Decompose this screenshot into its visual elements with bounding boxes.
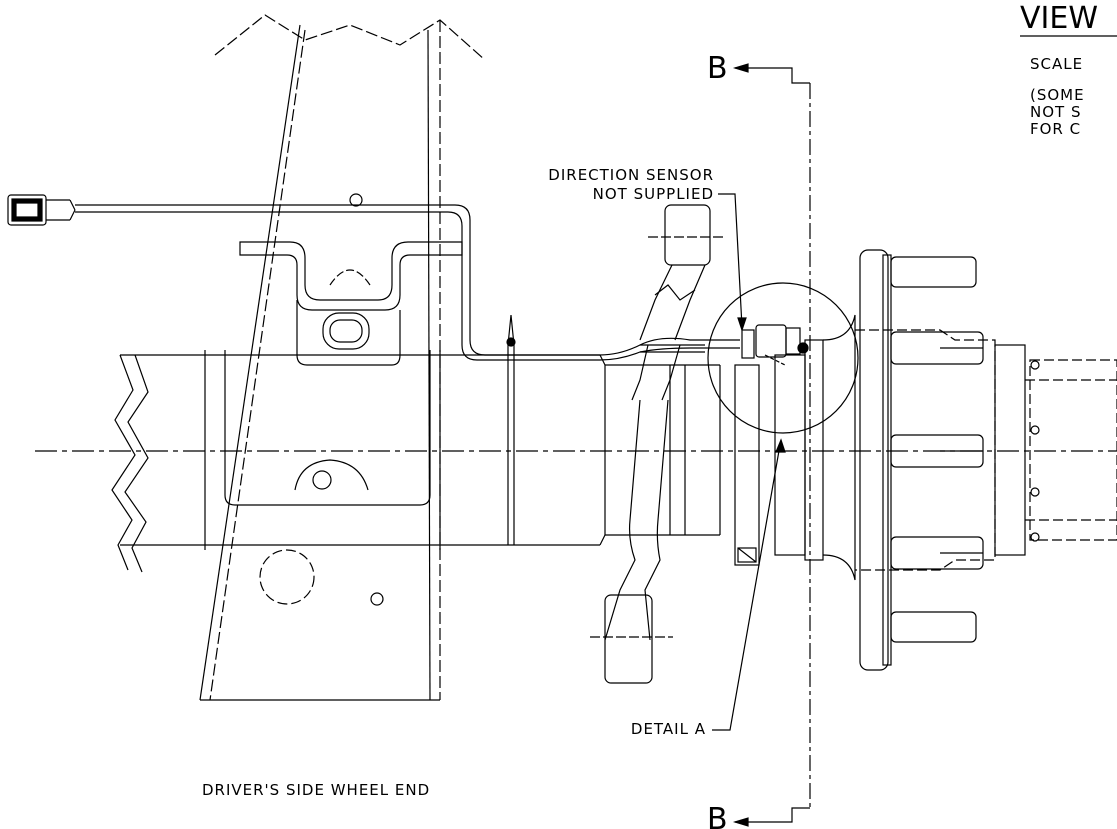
- section-line-b: [732, 63, 811, 827]
- view-title: VIEW: [1020, 1, 1098, 36]
- direction-sensor-leader: [718, 193, 747, 332]
- sensor-cable: [75, 204, 740, 361]
- note-line-2: NOT S: [1030, 103, 1081, 121]
- wheel-studs: [890, 256, 984, 643]
- frame-rail: [199, 14, 486, 701]
- cable-connector: [7, 194, 76, 226]
- brake-arm-upper: [631, 204, 725, 401]
- detail-a-circle: [707, 282, 859, 434]
- wheel-hub: [822, 249, 1117, 671]
- brake-arm-lower: [590, 399, 673, 684]
- section-marker-bottom: B: [707, 802, 728, 829]
- direction-sensor-label-line1: DIRECTION SENSOR: [548, 166, 714, 184]
- axle-tube: [111, 350, 721, 573]
- direction-sensor: [741, 324, 809, 366]
- cable-tie: [506, 314, 516, 545]
- note-line-1: (SOME: [1030, 86, 1085, 104]
- detail-a-leader: [712, 438, 786, 731]
- spring-seat-bracket: [224, 241, 463, 506]
- scale-label: SCALE: [1030, 55, 1083, 73]
- caption: DRIVER'S SIDE WHEEL END: [202, 781, 430, 799]
- section-marker-top: B: [707, 51, 728, 86]
- tone-ring: [734, 339, 824, 566]
- detail-a-label: DETAIL A: [631, 720, 706, 738]
- direction-sensor-label-line2: NOT SUPPLIED: [593, 185, 714, 203]
- note-line-3: FOR C: [1030, 120, 1081, 138]
